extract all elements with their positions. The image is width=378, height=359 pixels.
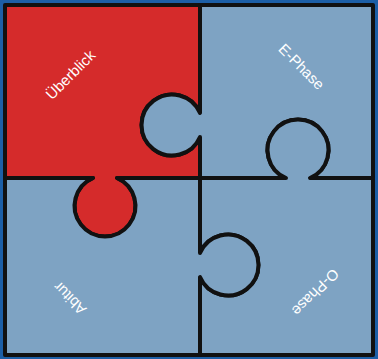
piece-label: Überblick [43,47,98,102]
puzzle-piece: E-Phase [200,5,373,178]
piece-label: Abitur [51,279,89,317]
piece-shape [5,178,258,355]
piece-shape [200,120,373,355]
piece-label: E-Phase [276,40,327,91]
puzzle-piece: Abitur [5,178,200,355]
puzzle-piece: O-Phase [200,178,373,355]
piece-shape [142,5,373,178]
piece-label: O-Phase [290,266,342,318]
piece-shape [5,5,200,236]
puzzle-piece: Überblick [5,5,200,178]
